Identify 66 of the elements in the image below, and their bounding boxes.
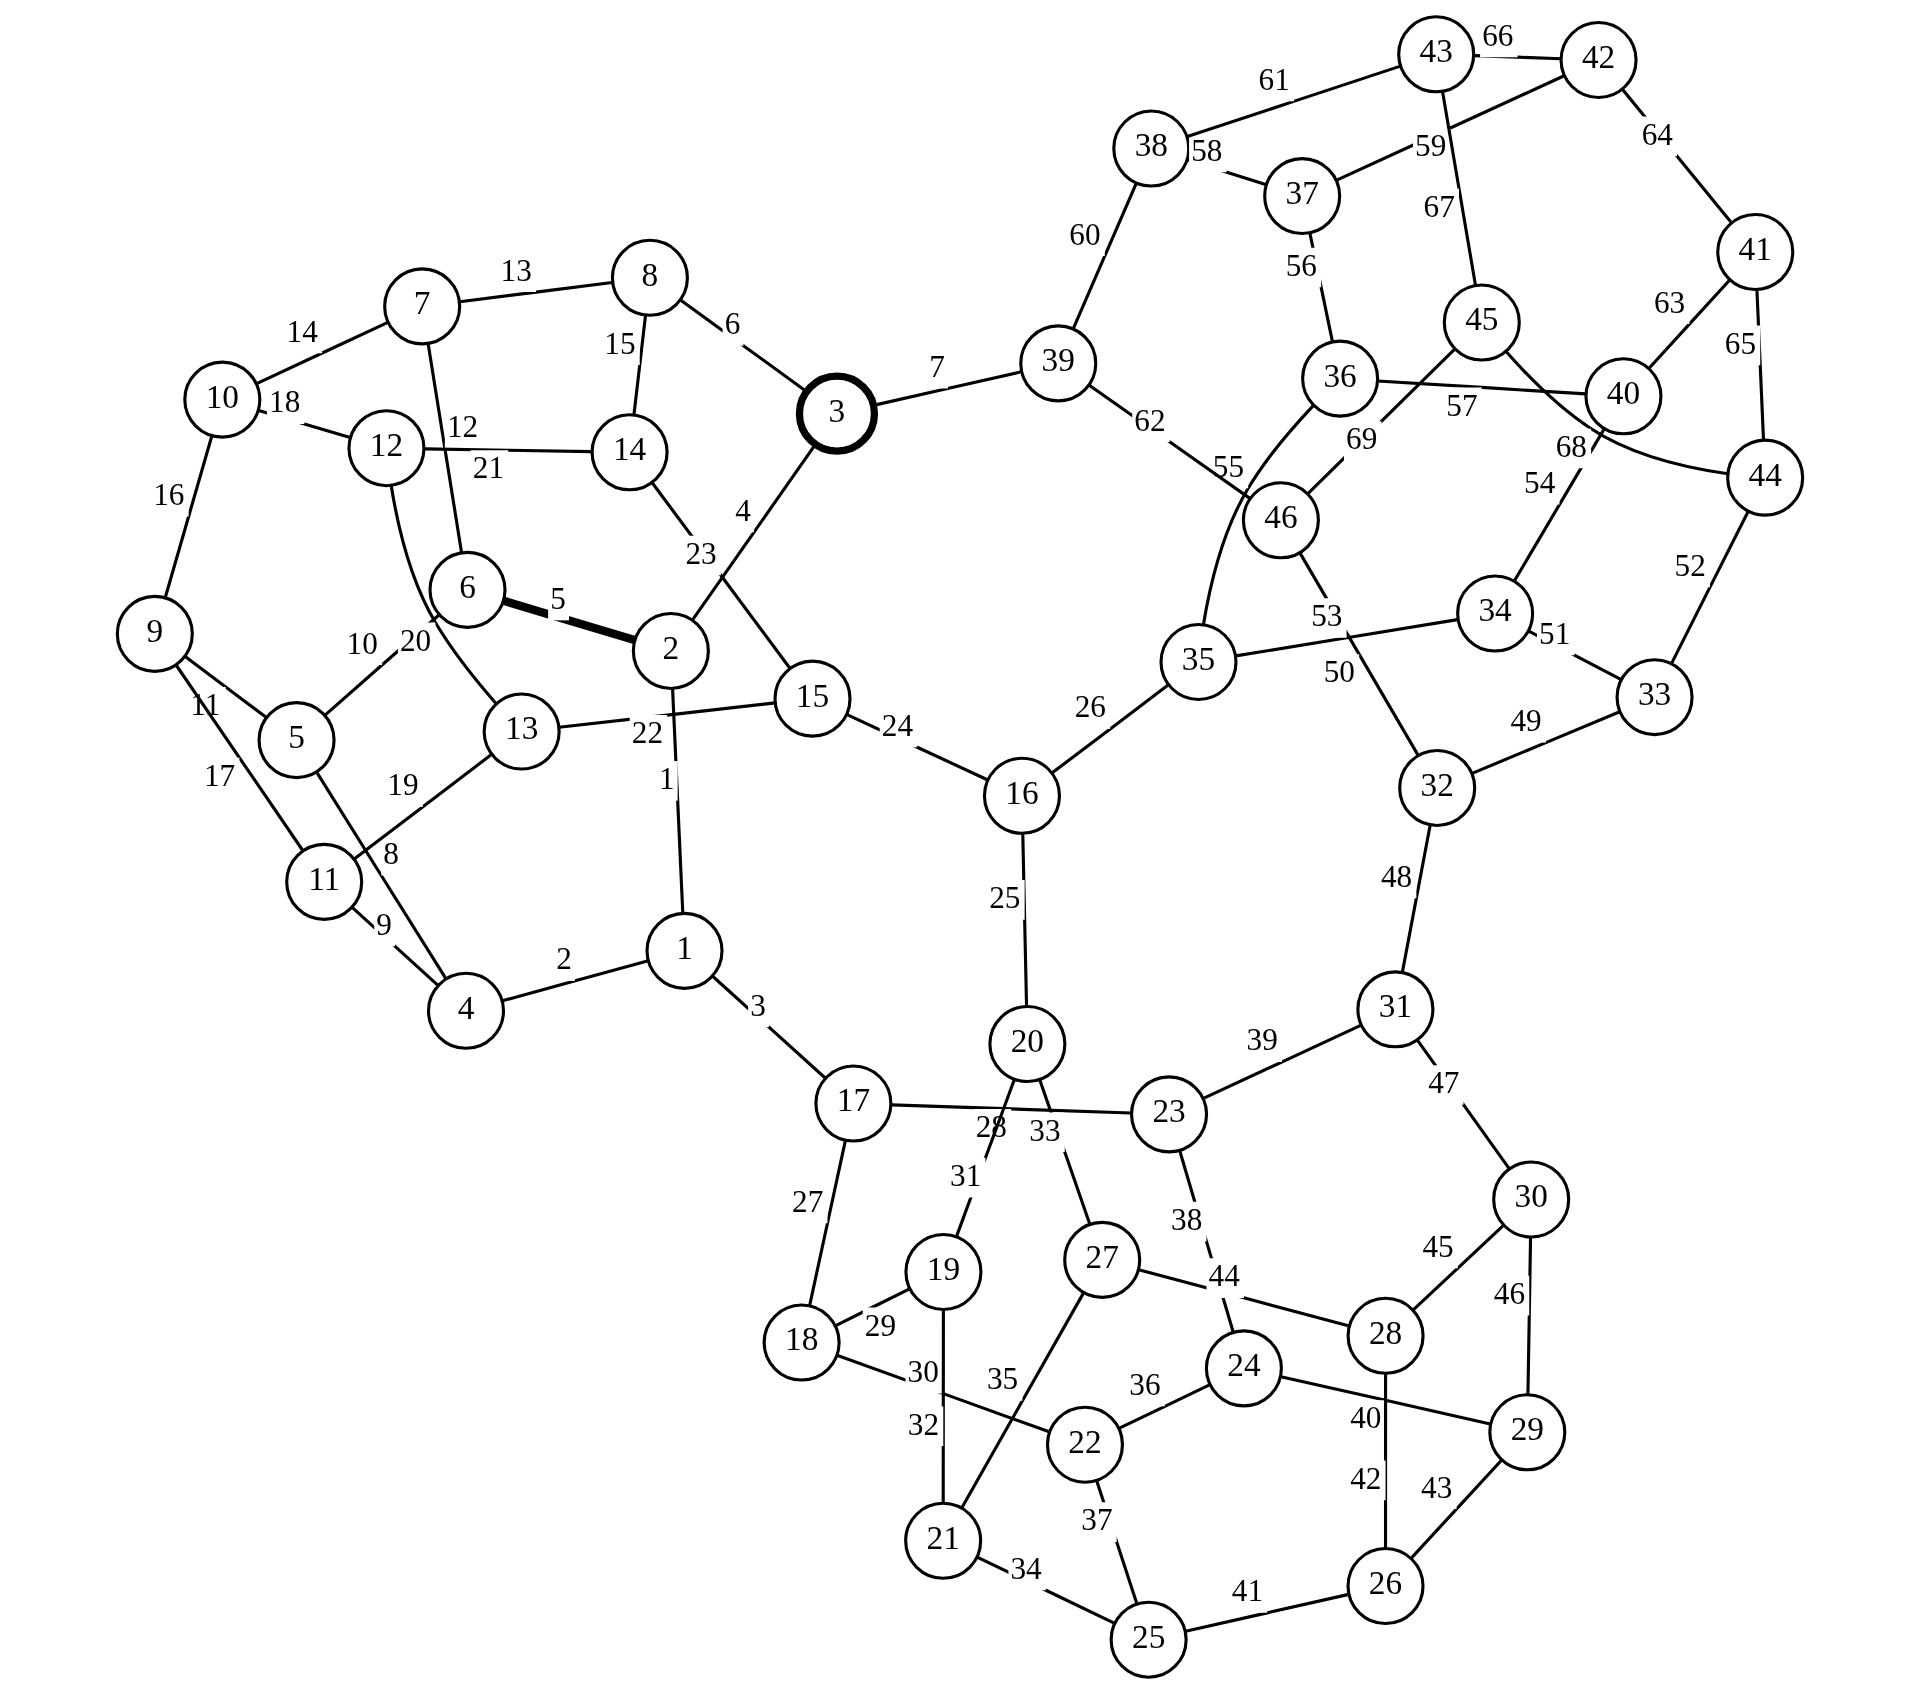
edge-label: 43 (1421, 1469, 1453, 1505)
edge-label: 3 (750, 987, 766, 1023)
edge-label: 38 (1171, 1201, 1203, 1237)
edge-label: 33 (1029, 1112, 1061, 1148)
edge-label: 15 (604, 325, 636, 361)
edge-label: 35 (986, 1361, 1019, 1397)
edge-label: 21 (472, 450, 505, 486)
edge-label: 40 (1350, 1400, 1382, 1436)
edge-label: 36 (1129, 1366, 1161, 1402)
edge-label: 57 (1446, 387, 1478, 423)
edge-label: 25 (989, 880, 1021, 916)
edge-label: 22 (631, 715, 664, 751)
edge-label: 8 (383, 835, 399, 871)
edge-label: 50 (1323, 654, 1355, 690)
edge-label: 65 (1724, 325, 1757, 361)
edge-label: 64 (1641, 116, 1673, 152)
edge-label: 24 (881, 707, 914, 743)
edge-label: 60 (1069, 216, 1101, 252)
edge-label: 37 (1081, 1502, 1113, 1538)
edge-label: 31 (950, 1157, 982, 1193)
edge-label: 9 (376, 906, 392, 942)
edge-label: 49 (1510, 703, 1542, 739)
edge-label: 18 (269, 384, 301, 420)
edge-label: 63 (1654, 284, 1686, 320)
edge-label: 68 (1555, 428, 1587, 464)
edge-label: 51 (1539, 615, 1571, 651)
edge-label: 61 (1258, 61, 1290, 97)
edge-label: 46 (1493, 1275, 1526, 1311)
edge-label: 54 (1524, 465, 1556, 501)
edge-label: 34 (1010, 1550, 1042, 1586)
edge-label: 13 (500, 252, 532, 288)
edge-label: 52 (1674, 547, 1706, 583)
edge-label: 30 (907, 1354, 939, 1390)
edge-label: 55 (1212, 448, 1245, 484)
edge-label: 14 (286, 313, 318, 349)
edge-label: 41 (1231, 1573, 1264, 1609)
edge-label: 10 (346, 625, 378, 661)
edge-label: 47 (1428, 1065, 1460, 1101)
edge-label: 16 (153, 477, 185, 513)
edge-label: 32 (907, 1406, 940, 1442)
edge-label: 17 (203, 757, 236, 793)
edge-label: 19 (387, 767, 419, 803)
edge-label: 4 (735, 492, 751, 528)
edge-label: 23 (685, 535, 717, 571)
edge-label: 42 (1350, 1460, 1382, 1496)
edge-label: 58 (1191, 132, 1223, 168)
edge-label: 62 (1134, 402, 1166, 438)
edge-label: 5 (550, 580, 566, 616)
edge-label: 12 (446, 408, 479, 444)
edge-label: 59 (1415, 128, 1447, 164)
edge-label: 56 (1285, 247, 1317, 283)
edge-label: 1 (658, 761, 675, 797)
edge-label: 69 (1346, 421, 1378, 457)
edge-label: 45 (1422, 1228, 1454, 1264)
edge-label: 6 (724, 306, 741, 342)
edge-label: 66 (1482, 17, 1514, 53)
edge-label: 48 (1380, 858, 1413, 894)
edge-label: 29 (864, 1307, 897, 1343)
edge-label: 67 (1423, 188, 1455, 224)
edge-label: 39 (1246, 1022, 1278, 1058)
edge-label: 26 (1074, 689, 1106, 725)
edge-label: 44 (1208, 1258, 1240, 1294)
edge-label: 7 (929, 348, 945, 384)
edge-label: 27 (792, 1183, 824, 1219)
edge-label: 2 (556, 941, 572, 977)
edge-label: 53 (1311, 598, 1343, 634)
